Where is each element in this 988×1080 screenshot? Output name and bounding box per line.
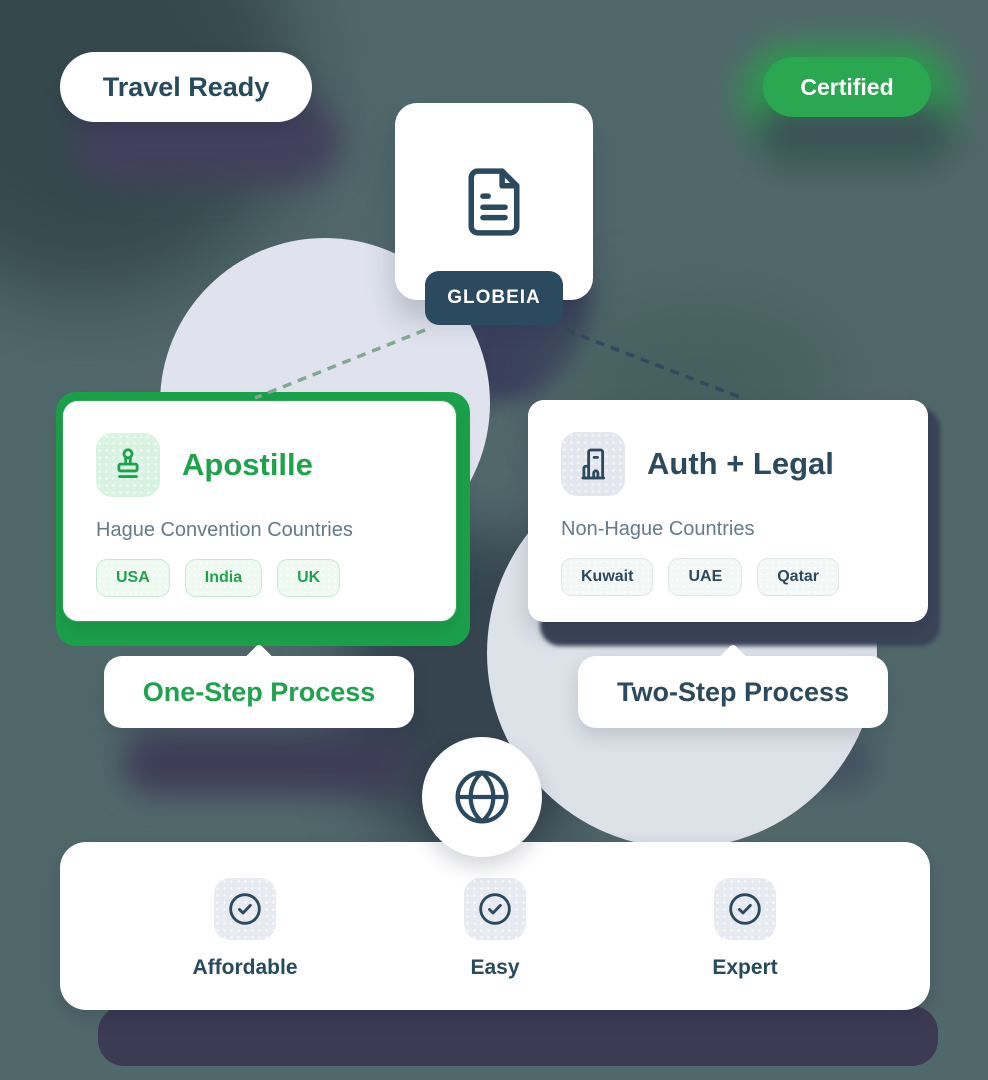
two-step-badge-shadow — [598, 734, 876, 790]
two-step-process-badge: Two-Step Process — [578, 643, 888, 728]
one-step-process-badge: One-Step Process — [104, 643, 414, 728]
background-blob-topleft — [0, 0, 300, 300]
two-step-process-label: Two-Step Process — [616, 676, 850, 707]
building-icon — [572, 443, 614, 485]
apostille-card-header: Apostille — [96, 433, 423, 497]
globe-circle — [422, 737, 542, 857]
one-step-badge-shadow — [122, 732, 408, 794]
features-card-backdrop — [98, 1006, 938, 1066]
certified-label: Certified — [800, 73, 894, 100]
apostille-card: Apostille Hague Convention Countries USA… — [62, 400, 457, 622]
feature-affordable: Affordable — [145, 878, 345, 980]
check-circle-icon — [225, 889, 265, 929]
one-step-process-label: One-Step Process — [142, 676, 376, 707]
brand-name-badge: GLOBEIA — [425, 271, 563, 325]
country-tag: UAE — [668, 558, 743, 596]
certified-badge: Certified — [763, 57, 931, 117]
auth-legal-title: Auth + Legal — [647, 446, 834, 481]
feature-icon-box — [714, 878, 776, 940]
apostille-icon-box — [96, 433, 160, 497]
connector-left-dashed-line — [254, 328, 426, 400]
callout-tail — [243, 643, 275, 675]
travel-ready-label: Travel Ready — [102, 71, 270, 102]
brand-name: GLOBEIA — [447, 287, 541, 308]
feature-expert: Expert — [645, 878, 845, 980]
feature-icon-box — [214, 878, 276, 940]
apostille-subtitle: Hague Convention Countries — [96, 519, 353, 541]
country-tag: Kuwait — [561, 558, 654, 596]
country-tag: Qatar — [757, 558, 840, 596]
auth-legal-card-header: Auth + Legal — [561, 432, 895, 496]
connector-right-dashed-line — [565, 328, 743, 400]
apostille-title: Apostille — [182, 447, 313, 482]
globe-icon — [448, 763, 516, 831]
check-circle-icon — [475, 889, 515, 929]
auth-legal-tags: Kuwait UAE Qatar — [561, 558, 895, 596]
stamp-icon — [107, 444, 149, 486]
country-tag: UK — [277, 559, 341, 597]
auth-legal-icon-box — [561, 432, 625, 496]
country-tag: USA — [96, 559, 170, 597]
feature-label: Easy — [470, 956, 520, 979]
check-circle-icon — [725, 889, 765, 929]
feature-icon-box — [464, 878, 526, 940]
travel-ready-badge: Travel Ready — [60, 52, 312, 122]
feature-label: Affordable — [192, 956, 298, 979]
feature-easy: Easy — [395, 878, 595, 980]
feature-label: Expert — [712, 956, 778, 979]
auth-legal-card: Auth + Legal Non-Hague Countries Kuwait … — [528, 400, 928, 622]
apostille-tags: USA India UK — [96, 559, 423, 597]
callout-tail — [717, 643, 749, 675]
auth-legal-subtitle: Non-Hague Countries — [561, 518, 755, 540]
features-card: Affordable Easy — [60, 842, 930, 1010]
document-icon — [455, 158, 533, 246]
country-tag: India — [184, 559, 263, 597]
